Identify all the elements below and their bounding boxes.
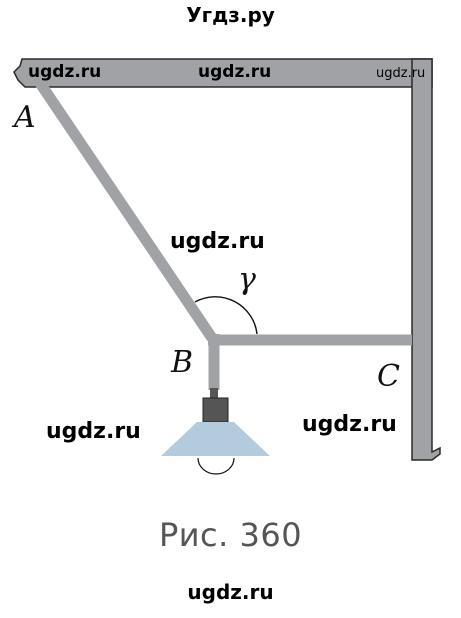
lamp-socket-cap — [210, 388, 218, 398]
lamp-shade — [161, 422, 270, 456]
figure-caption: Рис. 360 — [158, 516, 303, 554]
label-angle-gamma: γ — [238, 262, 256, 297]
lamp-bulb — [197, 457, 235, 475]
rod-ab — [35, 79, 217, 342]
angle-gamma-arc — [194, 296, 258, 335]
site-title: Угдз.ру — [186, 3, 275, 27]
label-point-b: B — [170, 345, 193, 380]
label-point-a: A — [11, 100, 36, 135]
label-point-c: C — [377, 359, 400, 394]
watermark-beam-right: ugdz.ru — [376, 66, 426, 81]
watermark-beam-left: ugdz.ru — [28, 62, 102, 82]
lamp-socket — [202, 397, 229, 423]
watermark-mid: ugdz.ru — [170, 229, 265, 254]
wall-post — [411, 58, 441, 461]
watermark-right: ugdz.ru — [302, 412, 397, 437]
watermark-left: ugdz.ru — [46, 419, 141, 444]
footer-watermark: ugdz.ru — [187, 580, 274, 604]
watermark-beam-center: ugdz.ru — [198, 62, 272, 82]
